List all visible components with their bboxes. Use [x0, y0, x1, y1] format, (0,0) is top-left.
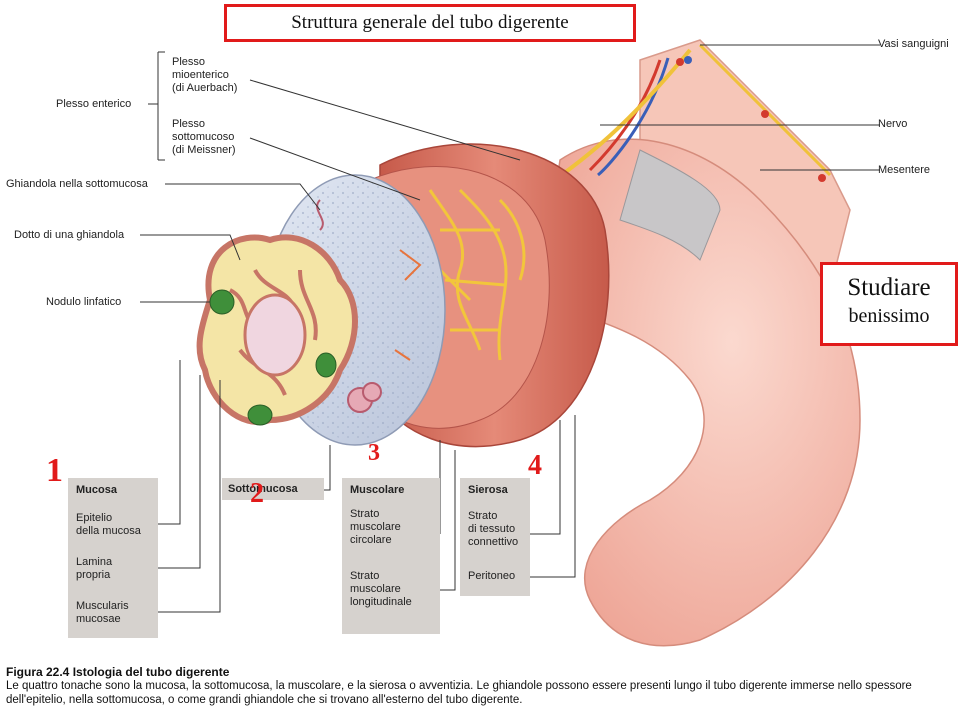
sierosa-item: Peritoneo [468, 570, 516, 582]
blood-vessel-artery [588, 59, 662, 172]
leader-lines [140, 44, 880, 613]
sierosa-item: Strato di tessuto connettivo [468, 510, 519, 548]
mucosa-title: Mucosa [76, 484, 117, 496]
mucosa-box: Mucosa Epitelio della mucosa Lamina prop… [68, 478, 158, 638]
label-vasi-sanguigni: Vasi sanguigni [878, 38, 949, 50]
label-plesso-mioenterico: Plesso mioenterico (di Auerbach) [172, 56, 238, 94]
muscolare-title: Muscolare [350, 484, 405, 496]
lymph-nodule [315, 352, 337, 378]
sierosa-box: Sierosa Strato di tessuto connettivo Per… [460, 478, 530, 596]
vessel-section [676, 58, 684, 66]
study-note-line2: benissimo [848, 305, 930, 327]
mucosa-item: Epitelio della mucosa [76, 512, 141, 537]
sierosa-title: Sierosa [468, 484, 508, 496]
figure-caption: Figura 22.4 Istologia del tubo digerente… [6, 665, 954, 707]
number-2: 2 [250, 478, 264, 509]
sottomucosa-title: Sottomucosa [228, 483, 298, 495]
label-mesentere: Mesentere [878, 164, 930, 176]
plesso-sottomucoso-network [394, 249, 422, 361]
digestive-tube-illustration [140, 39, 880, 647]
caption-title: Figura 22.4 Istologia del tubo digerente [6, 665, 230, 679]
mucosa-item: Lamina propria [76, 556, 113, 581]
lumen [243, 293, 307, 377]
caption-text: Le quattro tonache sono la mucosa, la so… [6, 680, 912, 706]
blood-vessel-vein [597, 57, 670, 177]
study-note-line1: Studiare [847, 274, 931, 301]
submucosal-gland [316, 199, 382, 413]
vessel-section [684, 56, 692, 64]
label-nervo: Nervo [878, 118, 908, 130]
serosa-flap [619, 149, 721, 261]
vessel-section [818, 174, 826, 182]
label-ghiandola-sottomucosa: Ghiandola nella sottomucosa [6, 178, 148, 190]
number-3: 3 [368, 440, 380, 466]
title-box: Struttura generale del tubo digerente [224, 4, 636, 42]
study-note-box: Studiare benissimo [820, 262, 958, 346]
title-text: Struttura generale del tubo digerente [291, 12, 569, 33]
lymph-nodule [209, 289, 235, 315]
tube-body [539, 138, 861, 647]
mucosa-item: Muscularis mucosae [76, 600, 129, 625]
muscolare-item: Strato muscolare circolare [350, 508, 401, 546]
muscolare-item: Strato muscolare longitudinale [350, 570, 412, 608]
label-plesso-enterico: Plesso enterico [56, 98, 132, 110]
sottomucosa-box: Sottomucosa [222, 478, 324, 500]
number-4: 4 [528, 450, 542, 481]
label-dotto-ghiandola: Dotto di una ghiandola [14, 229, 125, 241]
muscolare-box: Muscolare Strato muscolare circolare Str… [342, 478, 440, 634]
lymph-nodule [247, 404, 273, 426]
label-plesso-sottomucoso: Plesso sottomucoso (di Meissner) [172, 118, 236, 156]
number-1: 1 [46, 452, 63, 489]
vessel-section [761, 110, 769, 118]
label-nodulo-linfatico: Nodulo linfatico [46, 296, 122, 308]
